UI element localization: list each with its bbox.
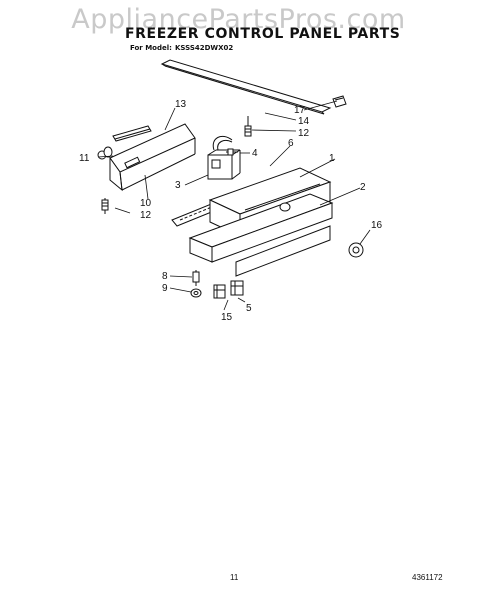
callout-16: 16	[371, 220, 383, 231]
part-12-screw-lower	[101, 198, 109, 214]
part-17-clip	[332, 95, 347, 108]
callout-labels: 1 2 3 4 5 6 8 9 10 11 12 12 13 14 15 16 …	[79, 99, 383, 323]
callout-3: 3	[175, 180, 181, 191]
callout-17: 17	[294, 105, 306, 116]
callout-2: 2	[360, 182, 366, 193]
callout-9: 9	[162, 283, 168, 294]
model-line: For Model:KSSS42DWX02	[130, 44, 233, 52]
leader-lines	[97, 100, 371, 311]
part-8-screw	[192, 270, 200, 286]
part-5-switch	[230, 280, 244, 296]
callout-4: 4	[252, 148, 258, 159]
callout-5: 5	[246, 303, 252, 314]
callout-12-upper: 12	[298, 128, 310, 139]
part-10-bracket	[109, 123, 196, 192]
part-16-knob	[348, 242, 364, 258]
callout-6: 6	[288, 138, 294, 149]
callout-15: 15	[221, 312, 233, 323]
part-2-panel	[188, 193, 334, 277]
part-3-thermostat	[207, 135, 241, 180]
document-number: 4361172	[412, 573, 443, 582]
part-15-switch	[213, 284, 226, 299]
callout-10: 10	[140, 198, 152, 209]
part-13-sensor	[112, 125, 152, 142]
callout-14: 14	[298, 116, 310, 127]
part-4-screw	[226, 148, 238, 156]
diagram-title: FREEZER CONTROL PANEL PARTS	[125, 26, 401, 42]
callout-11: 11	[79, 153, 90, 164]
callout-1: 1	[329, 153, 335, 164]
callout-13: 13	[175, 99, 187, 110]
callout-8: 8	[162, 271, 168, 282]
model-number: KSSS42DWX02	[174, 44, 234, 52]
part-12-screw-upper	[244, 116, 252, 137]
part-14-strip	[160, 59, 332, 115]
page-number: 11	[230, 573, 239, 582]
watermark: AppliancePartsPros.com	[71, 4, 406, 35]
callout-12-lower: 12	[140, 210, 152, 221]
part-9-nut	[190, 288, 202, 298]
model-label: For Model:	[130, 44, 172, 52]
